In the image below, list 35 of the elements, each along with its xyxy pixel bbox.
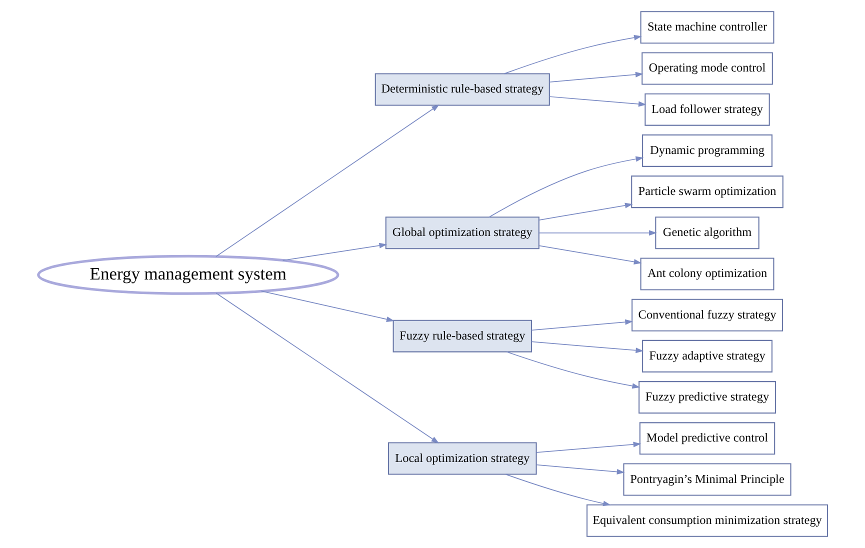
node-box: Dynamic programming [642, 134, 772, 167]
node-box: Local optimization strategy [387, 442, 536, 475]
arrow [488, 156, 644, 218]
node-box: Fuzzy rule-based strategy [392, 320, 532, 352]
arrow [538, 230, 656, 236]
arrow [538, 245, 642, 264]
node-box: Particle swarm optimization [630, 176, 783, 208]
arrow [536, 442, 641, 453]
arrow [260, 290, 394, 322]
node-box: Fuzzy predictive strategy [638, 381, 776, 414]
arrow [214, 104, 439, 258]
node-box: Conventional fuzzy strategy [631, 298, 782, 332]
node-ellipse: Energy management system [36, 254, 339, 295]
arrow [504, 474, 610, 506]
node-box: Operating mode control [641, 52, 772, 85]
arrow [548, 96, 646, 107]
node-box: Model predictive control [638, 422, 775, 455]
node-box: Genetic algorithm [654, 216, 759, 250]
node-box: Deterministic rule-based strategy [374, 73, 550, 106]
arrow [506, 351, 640, 389]
arrow [538, 202, 632, 220]
arrow [530, 341, 644, 354]
node-box: Global optimization strategy [384, 216, 539, 250]
node-box: Pontryagin’s Minimal Principle [622, 463, 791, 496]
arrow [215, 292, 439, 444]
node-box: Load follower strategy [644, 93, 770, 126]
arrow [503, 34, 642, 74]
arrow [282, 242, 387, 261]
node-box: Equivalent consumption minimization strategy [586, 504, 828, 537]
node-box: State machine controller [640, 11, 774, 44]
arrow [536, 464, 624, 475]
node-box: Ant colony optimization [640, 258, 774, 290]
arrow [548, 72, 643, 82]
node-box: Fuzzy adaptive strategy [642, 340, 772, 372]
arrow [530, 319, 633, 331]
